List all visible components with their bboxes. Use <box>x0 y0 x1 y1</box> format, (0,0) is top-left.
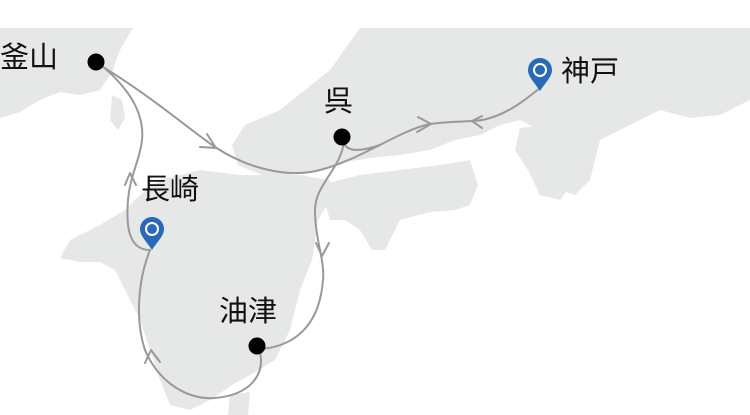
pin-nagasaki-icon[interactable] <box>140 217 164 250</box>
port-label-kure: 呉 <box>324 84 354 118</box>
honshu-land <box>232 28 750 195</box>
routes <box>97 63 541 400</box>
route-nagasaki-aburatsu <box>138 249 262 400</box>
arrow-5 <box>124 172 137 186</box>
kii-land <box>515 125 575 200</box>
route-busan-kobe <box>97 63 541 174</box>
arrow-6 <box>144 349 161 364</box>
kyushu-land <box>60 170 330 410</box>
port-label-nagasaki: 長崎 <box>141 172 200 206</box>
arrow-4 <box>315 242 330 257</box>
port-label-busan: 釜山 <box>0 40 59 74</box>
port-dot-kure[interactable] <box>333 128 351 146</box>
pin-kobe-icon[interactable] <box>528 58 552 91</box>
shikoku-land <box>320 160 478 250</box>
port-label-kobe: 神戸 <box>561 54 620 88</box>
port-dot-busan[interactable] <box>87 53 105 71</box>
port-dot-aburatsu[interactable] <box>248 337 266 355</box>
korea-land <box>0 28 133 118</box>
port-label-aburatsu: 油津 <box>219 294 278 328</box>
arrow-2 <box>416 116 432 133</box>
arrow-1 <box>199 133 217 149</box>
tsushima-land <box>110 95 125 130</box>
route-busan-nagasaki <box>99 63 151 251</box>
land <box>0 28 750 415</box>
arrow-3 <box>471 115 483 129</box>
south-island-land <box>228 392 250 415</box>
